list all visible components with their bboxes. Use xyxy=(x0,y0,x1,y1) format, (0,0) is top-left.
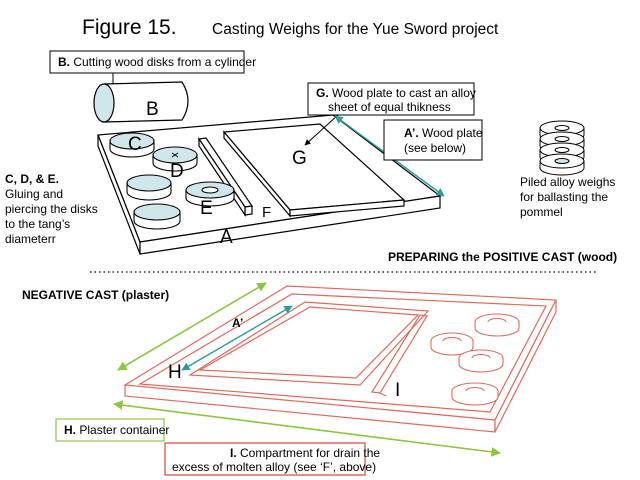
svg-text:excess of molten alloy (see ‘: excess of molten alloy (see ‘F’, above) xyxy=(172,460,376,474)
svg-text:(see below): (see below) xyxy=(404,141,466,155)
letter-e: E xyxy=(200,198,213,219)
svg-text:B. Cutting wood disks from a c: B. Cutting wood disks from a cylinder xyxy=(58,55,256,69)
disk-plain-1 xyxy=(126,174,172,201)
disk-cavities xyxy=(430,313,520,406)
aprime-dimension-arrow-negative xyxy=(181,305,293,371)
h-dimension-arrow-bottom xyxy=(113,400,501,457)
cde-description: C, D, & E. Gluing and piercing the disks… xyxy=(5,172,101,246)
svg-text:I. Compartment for drain the: I. Compartment for drain the xyxy=(230,446,380,460)
svg-text:sheet of equal thikness: sheet of equal thikness xyxy=(328,100,451,114)
letter-g: G xyxy=(292,148,307,169)
negative-section-label: NEGATIVE CAST (plaster) xyxy=(22,288,169,302)
letter-aprime: A’ xyxy=(232,316,243,330)
piled-weights-description: Piled alloy weighs for ballasting the po… xyxy=(520,175,619,219)
figure-caption: Casting Weighs for the Yue Sword project xyxy=(212,21,499,38)
callout-box-b: B. Cutting wood disks from a cylinder xyxy=(49,50,256,74)
positive-section-label: PREPARING the POSITIVE CAST (wood) xyxy=(388,250,617,264)
svg-text:H. Plaster container: H. Plaster container xyxy=(64,423,169,437)
disk-plain-2 xyxy=(133,203,181,230)
callout-b-text: Cutting wood disks from a cylinder xyxy=(73,55,256,69)
callout-box-h: H. Plaster container xyxy=(55,418,169,442)
figure-number: Figure 15. xyxy=(82,16,177,39)
letter-b: B xyxy=(146,99,159,120)
wood-cylinder xyxy=(93,81,189,123)
svg-text:A’. Wood plate: A’. Wood plate xyxy=(404,126,483,140)
piled-weights xyxy=(539,120,585,176)
callout-b-key: B. xyxy=(58,55,70,69)
callout-g-arrow xyxy=(304,114,339,146)
callout-box-i: I. Compartment for drain the excess of m… xyxy=(164,442,380,476)
disk-d xyxy=(152,146,198,172)
letter-a: A xyxy=(220,227,233,248)
callout-box-aprime: A’. Wood plate (see below) xyxy=(383,119,483,161)
disk-e xyxy=(185,181,235,207)
letter-f: F xyxy=(262,204,271,221)
letter-d: D xyxy=(170,161,184,182)
svg-text:G. Wood plate to cast an alloy: G. Wood plate to cast an alloy xyxy=(316,86,476,100)
callout-box-g: G. Wood plate to cast an alloy sheet of … xyxy=(307,82,476,116)
letter-c: C xyxy=(128,134,142,155)
disk-c xyxy=(109,132,155,158)
letter-i: I xyxy=(395,380,400,401)
letter-h: H xyxy=(168,362,182,383)
